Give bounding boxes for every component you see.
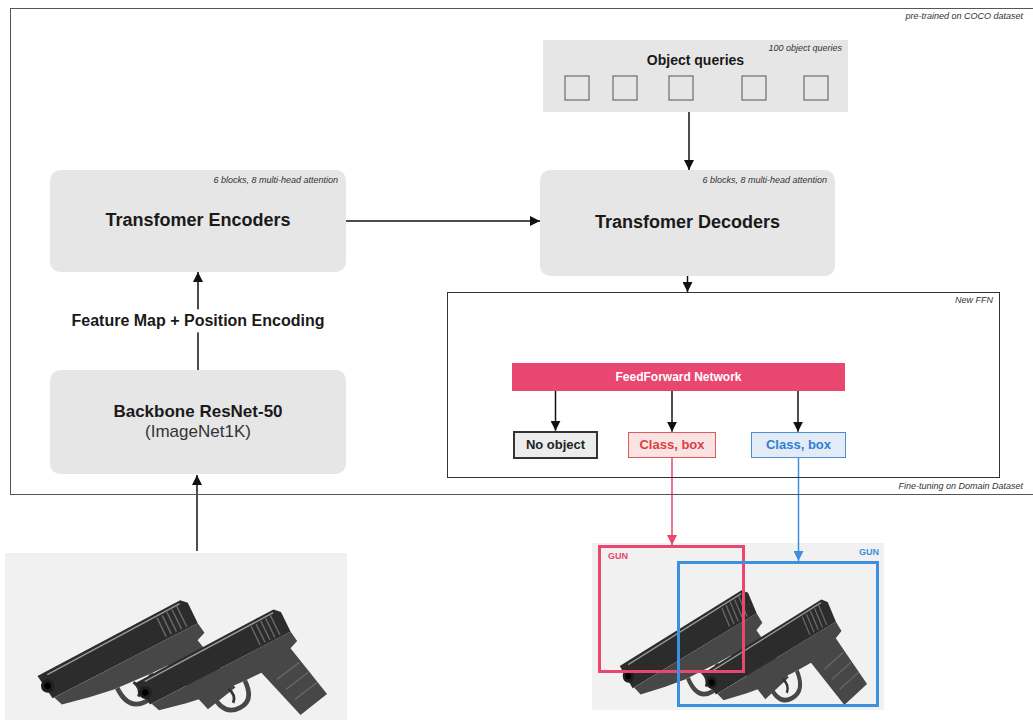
connector-arrow (671, 458, 673, 545)
box-title: (ImageNet1K) (145, 422, 251, 442)
box-annotation: Fine-tuning on Domain Dataset (898, 482, 1023, 492)
object-query-band: Object queries 100 object queries (543, 40, 848, 112)
backbone-box: Backbone ResNet-50(ImageNet1K) (50, 370, 346, 474)
connector-arrow (688, 112, 690, 170)
query-slot (669, 76, 693, 100)
no-object-box: No object (513, 431, 598, 459)
query-slot (804, 76, 828, 100)
box-title: FeedForward Network (615, 370, 741, 384)
pretrain-frame: pre-trained on COCO datasetFine-tuning o… (10, 8, 1033, 495)
ffn-bar: FeedForward Network (512, 363, 845, 391)
connector-arrow (798, 458, 800, 561)
input-photo (5, 553, 347, 722)
box-title: Object queries (647, 52, 744, 69)
edge-label: Feature Map + Position Encoding (66, 309, 331, 332)
class-box: Class, box (628, 432, 716, 458)
ffn-frame: New FFN FeedForward Network No object Class… (447, 292, 1000, 478)
box-annotation: GUN (606, 552, 630, 562)
connector-arrow (346, 220, 540, 222)
box-title: Class, box (766, 437, 831, 453)
box-title: Backbone ResNet-50 (113, 402, 282, 422)
box-title: No object (526, 437, 585, 453)
connector-arrow (797, 391, 799, 432)
box-annotation: GUN (859, 548, 879, 558)
encoder-box: Transfomer Encoders 6 blocks, 8 multi-hea… (50, 170, 346, 272)
decoder-box: Transfomer Decoders 6 blocks, 8 multi-hea… (540, 170, 835, 276)
detection-box: GUN (677, 561, 879, 707)
input-arrow (196, 475, 198, 551)
box-annotation: 6 blocks, 8 multi-head attention (213, 176, 338, 186)
box-annotation: 6 blocks, 8 multi-head attention (702, 176, 827, 186)
box-annotation: pre-trained on COCO dataset (905, 12, 1023, 22)
connector-arrow (555, 391, 557, 431)
box-annotation: 100 object queries (768, 44, 842, 54)
connector-arrow (671, 391, 673, 432)
output-photo (592, 543, 884, 722)
query-slot (613, 76, 637, 100)
box-annotation: New FFN (955, 296, 993, 306)
class-box: Class, box (751, 432, 846, 458)
detection-box: GUN (598, 545, 745, 673)
box-title: Class, box (639, 437, 704, 453)
connector-arrow (687, 276, 689, 292)
query-slot (742, 76, 766, 100)
box-title: Transfomer Encoders (105, 210, 290, 232)
box-title: Transfomer Decoders (595, 212, 780, 234)
query-slot (565, 76, 589, 100)
